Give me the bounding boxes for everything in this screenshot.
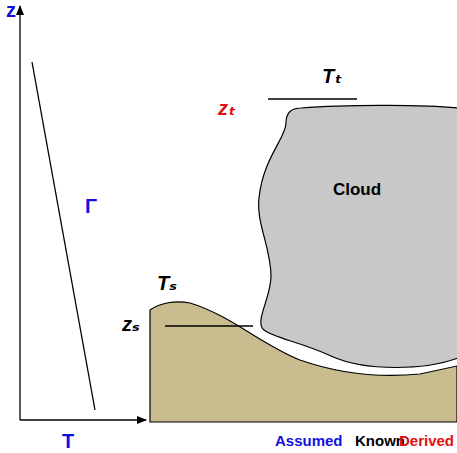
axis-label: z <box>6 0 16 20</box>
surface-level-line <box>165 325 253 326</box>
legend-text: Assumed <box>275 433 343 448</box>
variable-label: Tₛ <box>157 273 177 293</box>
legend-text: Derived <box>399 433 454 448</box>
cloud-outline <box>255 102 457 374</box>
lapse-rate-line <box>32 62 95 410</box>
cloud-label: Cloud <box>333 180 381 200</box>
variable-label: zₛ <box>122 314 140 334</box>
variable-label: zₜ <box>218 98 236 118</box>
lapse-rate-symbol: Γ <box>85 196 97 216</box>
axis-label: T <box>62 431 74 451</box>
cloud-shape: Cloud <box>255 102 457 372</box>
legend-text: Known <box>355 433 405 448</box>
cloud-top-line <box>268 98 357 99</box>
variable-label: Tₜ <box>322 66 342 86</box>
z-axis <box>19 6 20 420</box>
t-axis <box>20 419 146 420</box>
